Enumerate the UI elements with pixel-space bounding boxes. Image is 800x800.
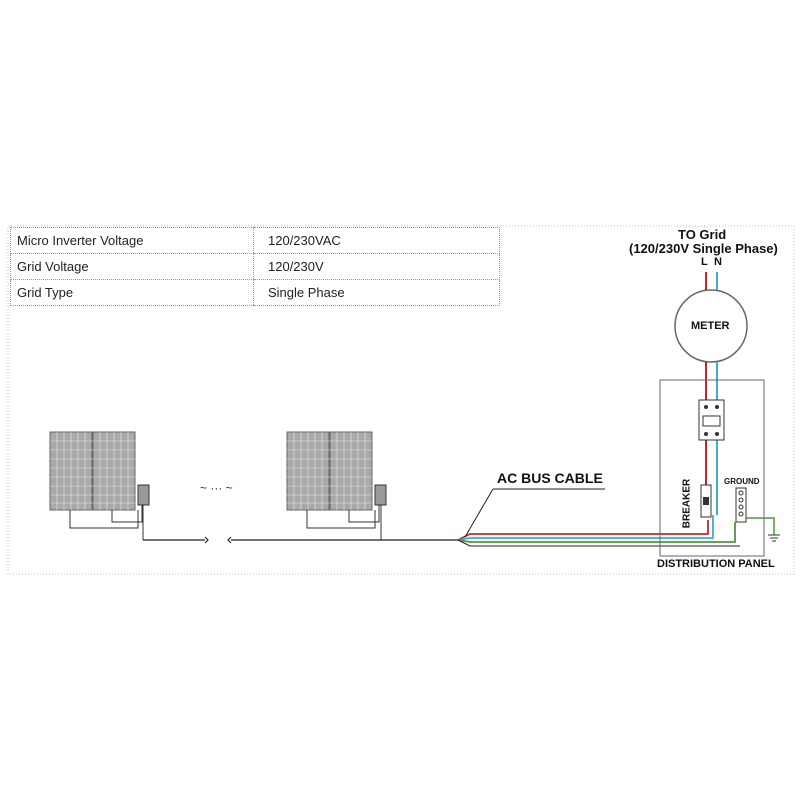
meter-icon bbox=[674, 289, 748, 363]
ac-bus-line bbox=[143, 536, 460, 544]
to-grid-label: TO Grid bbox=[678, 227, 727, 242]
ground-label: GROUND bbox=[724, 477, 760, 486]
meter-label: METER bbox=[691, 320, 730, 332]
spec-label: Grid Type bbox=[10, 279, 254, 306]
spec-label: Micro Inverter Voltage bbox=[10, 227, 254, 254]
distribution-panel-label: DISTRIBUTION PANEL bbox=[657, 558, 775, 570]
spec-value: 120/230VAC bbox=[253, 227, 500, 254]
table-row: Grid Voltage 120/230V bbox=[10, 253, 500, 280]
micro-inverter-icon bbox=[137, 484, 150, 506]
diagram-frame bbox=[7, 225, 795, 575]
earth-wire bbox=[746, 517, 775, 535]
spec-label: Grid Voltage bbox=[10, 253, 254, 280]
ellipsis-label: ~ ··· ~ bbox=[200, 481, 233, 495]
grid-phase-label: (120/230V Single Phase) bbox=[629, 241, 778, 256]
breaker-label: BREAKER bbox=[681, 478, 693, 529]
line-label: L bbox=[701, 256, 708, 268]
solar-panel-group-1 bbox=[49, 431, 150, 540]
spec-table: Micro Inverter Voltage 120/230VAC Grid V… bbox=[10, 227, 500, 306]
table-row: Micro Inverter Voltage 120/230VAC bbox=[10, 227, 500, 254]
ac-bus-cable-wires bbox=[457, 515, 740, 547]
table-row: Grid Type Single Phase bbox=[10, 279, 500, 306]
ac-bus-cable-pointer bbox=[464, 488, 494, 538]
spec-value: Single Phase bbox=[253, 279, 500, 306]
grid-wires bbox=[705, 272, 718, 515]
neutral-label: N bbox=[714, 256, 722, 268]
solar-panel-group-2 bbox=[286, 431, 387, 540]
spec-value: 120/230V bbox=[253, 253, 500, 280]
ac-bus-cable-label: AC BUS CABLE bbox=[497, 470, 603, 486]
distribution-panel-box bbox=[659, 379, 765, 557]
earth-ground-icon bbox=[768, 534, 780, 542]
micro-inverter-icon bbox=[374, 484, 387, 506]
